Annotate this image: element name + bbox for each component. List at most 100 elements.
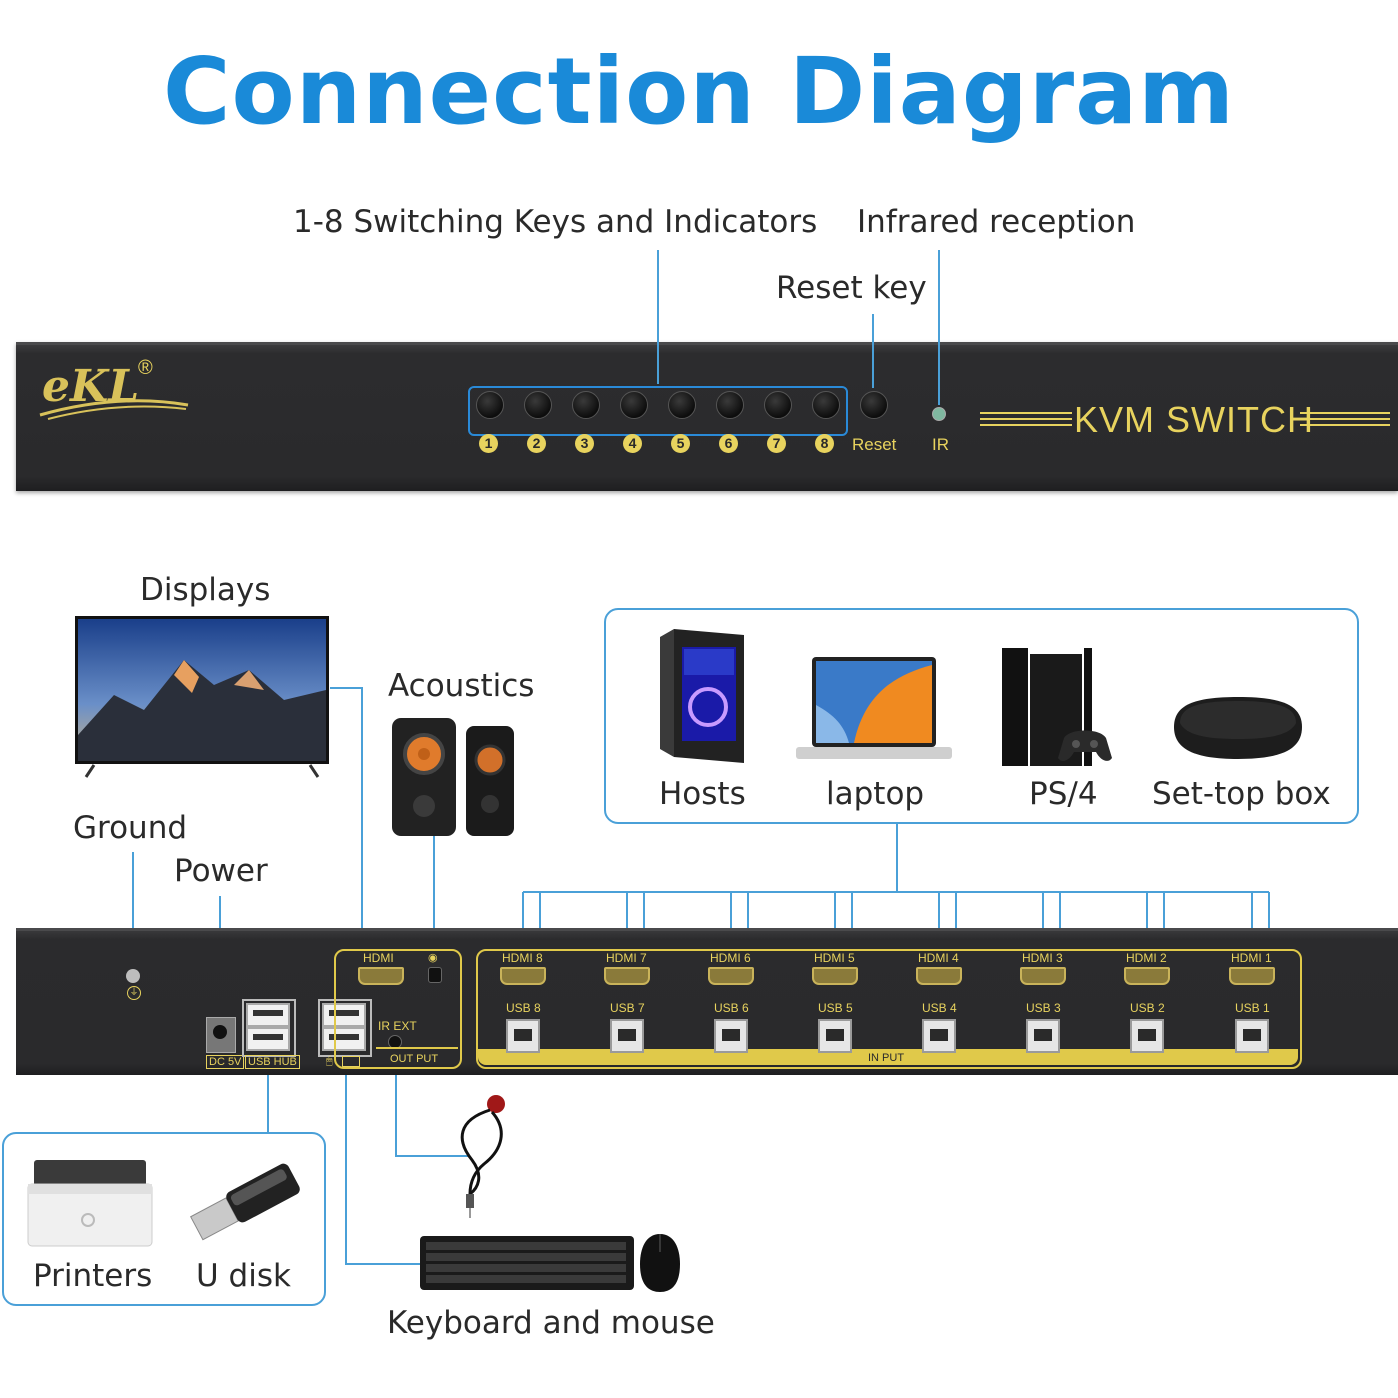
hdmi-3-port[interactable] [1020,967,1066,985]
indicator-3: 3 [575,434,594,453]
switch-key-1[interactable] [476,391,504,419]
sources-box [604,608,1359,824]
usb-hub-port-1[interactable] [246,1003,290,1027]
keyboard-usb-port[interactable] [322,1003,366,1027]
switch-key-8[interactable] [812,391,840,419]
usb-5-label: USB 5 [818,1001,853,1015]
usb-5-port[interactable] [818,1019,852,1053]
dc-jack-hole-icon [213,1025,227,1039]
usb-hub-label: USB HUB [245,1055,300,1069]
switch-key-3[interactable] [572,391,600,419]
mouse-usb-port[interactable] [322,1027,366,1051]
hdmi-8-label: HDMI 8 [502,951,543,965]
hdmi-8-port[interactable] [500,967,546,985]
indicator-1: 1 [479,434,498,453]
hdmi-5-label: HDMI 5 [814,951,855,965]
reset-label: Reset [852,435,897,454]
ground-screw-icon[interactable] [126,969,140,983]
hdmi-7-label: HDMI 7 [606,951,647,965]
input-label: IN PUT [868,1052,905,1064]
printer-icon [27,1160,153,1247]
hdmi-out-port[interactable] [358,967,404,985]
usb-1-label: USB 1 [1235,1001,1270,1015]
indicator-7: 7 [767,434,786,453]
indicator-4: 4 [623,434,642,453]
set-top-box-icon [1174,697,1302,759]
usb-4-label: USB 4 [922,1001,957,1015]
usb-6-port[interactable] [714,1019,748,1053]
logo-swoosh [39,399,189,420]
indicator-6: 6 [719,434,738,453]
usb-hub-devices-box [2,1132,326,1306]
mouse-port-icon: 🖱 [326,1055,333,1067]
switch-key-5[interactable] [668,391,696,419]
switch-key-6[interactable] [716,391,744,419]
usb-hub-frame [242,999,296,1057]
laptop-icon [796,657,952,759]
input-label-bar [478,1049,1298,1065]
u-disk-label: U disk [196,1258,291,1294]
displays-label: Displays [140,572,271,608]
input-section [476,949,1302,1069]
infrared-label: Infrared reception [857,204,1136,240]
ir-ext-label: IR EXT [378,1019,417,1033]
hosts-label: Hosts [659,776,746,812]
registered-mark: ® [138,357,153,379]
keys-highlight-frame [468,386,848,436]
ir-sensor-icon [932,407,946,421]
kvm-back-panel: ⏚ DC 5V USB HUB 🖱 HDMI ◉ IR EXT OUT PUT … [16,928,1398,1075]
switch-key-4[interactable] [620,391,648,419]
hdmi-7-port[interactable] [604,967,650,985]
kvm-switch-label: KVM SWITCH [1074,399,1314,440]
reset-button[interactable] [860,391,888,419]
switch-key-7[interactable] [764,391,792,419]
ground-symbol-icon: ⏚ [127,986,141,1000]
keyboard-mouse-label: Keyboard and mouse [387,1305,715,1341]
hdmi-2-label: HDMI 2 [1126,951,1167,965]
speakers-icon [392,718,514,836]
ps4-console-icon [1002,648,1112,766]
ir-label: IR [932,435,949,454]
hdmi-6-label: HDMI 6 [710,951,751,965]
usb-8-port[interactable] [506,1019,540,1053]
hdmi-4-label: HDMI 4 [918,951,959,965]
usb-2-label: USB 2 [1130,1001,1165,1015]
hdmi-5-port[interactable] [812,967,858,985]
hdmi-out-label: HDMI [363,951,394,965]
usb-1-port[interactable] [1235,1019,1269,1053]
usb-8-label: USB 8 [506,1001,541,1015]
hdmi-6-port[interactable] [708,967,754,985]
indicator-2: 2 [527,434,546,453]
usb-3-label: USB 3 [1026,1001,1061,1015]
usb-7-label: USB 7 [610,1001,645,1015]
usb-4-port[interactable] [922,1019,956,1053]
laptop-label: laptop [826,776,925,812]
output-divider [376,1047,458,1067]
audio-out-icon: ◉ [428,952,438,964]
keyboard-mouse-icon [420,1234,680,1292]
hdmi-1-port[interactable] [1229,967,1275,985]
usb-hub-port-2[interactable] [246,1027,290,1051]
usb-3-port[interactable] [1026,1019,1060,1053]
indicator-5: 5 [671,434,690,453]
hdmi-4-port[interactable] [916,967,962,985]
hdmi-1-label: HDMI 1 [1231,951,1272,965]
hdmi-2-port[interactable] [1124,967,1170,985]
output-label: OUT PUT [390,1053,439,1065]
acoustics-label: Acoustics [388,668,535,704]
ir-extension-cable-icon [460,1095,505,1218]
indicator-8: 8 [815,434,834,453]
usb-2-port[interactable] [1130,1019,1164,1053]
kvm-front-panel: eKL ® 1 2 3 4 5 6 7 8 Reset IR KVM SWITC… [16,342,1398,491]
usb-7-port[interactable] [610,1019,644,1053]
set-top-box-label: Set-top box [1152,776,1331,812]
printers-label: Printers [33,1258,153,1294]
dc-label: DC 5V [206,1055,245,1069]
tv-display-icon [75,616,329,778]
audio-out-jack[interactable] [428,967,442,983]
switch-key-2[interactable] [524,391,552,419]
ground-label: Ground [73,810,188,846]
power-label: Power [174,853,268,889]
kvm-right-stripes [1300,412,1390,426]
kvm-left-stripes [980,412,1072,426]
